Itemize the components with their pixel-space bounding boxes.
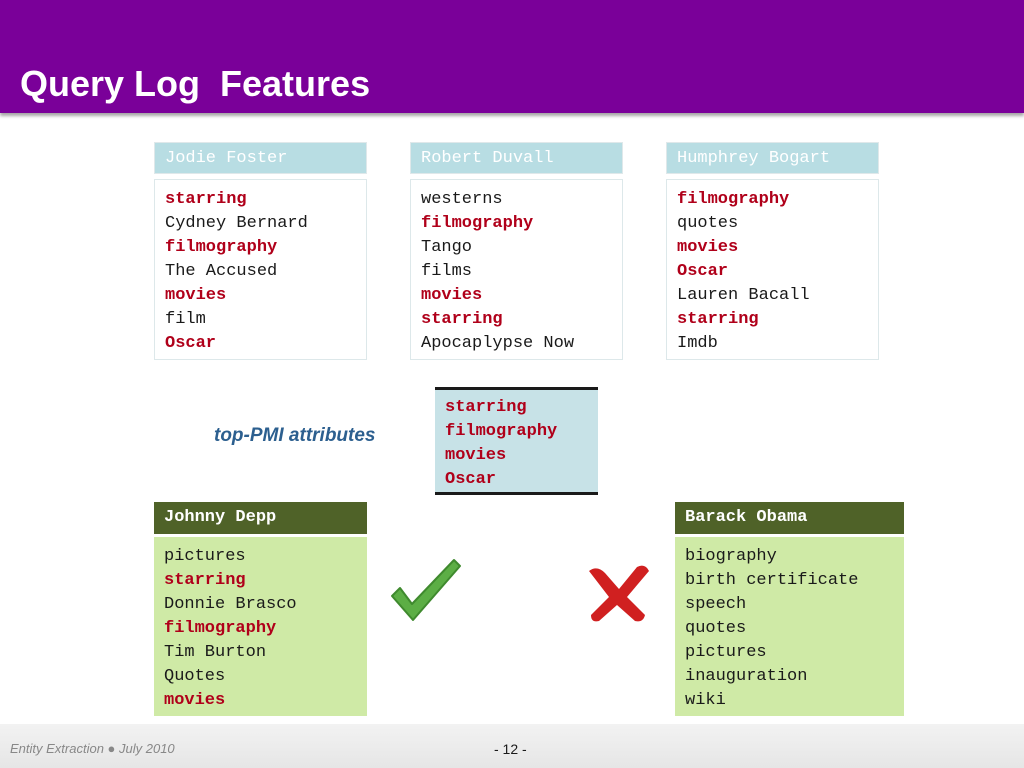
list-item: movies [165,286,227,305]
list-item: starring [421,310,503,329]
pmi-label: top-PMI attributes [214,425,376,446]
list-item: Apocaplypse Now [421,334,575,353]
list-item: starring [677,310,759,329]
cross-mark-icon [589,565,649,622]
card-humphrey-bogart-header: Humphrey Bogart [666,142,879,174]
list-item: inauguration [685,667,808,686]
list-item: birth certificate [685,571,859,590]
list-item: westerns [421,190,503,209]
list-item: speech [685,595,747,614]
list-item: filmography [165,238,278,257]
list-item: film [165,310,206,329]
list-item: Lauren Bacall [677,286,810,305]
list-item: The Accused [165,262,278,281]
slide-header: Query Log Features [0,0,1024,113]
list-item: movies [164,691,226,710]
list-item: biography [685,547,777,566]
list-item: starring [164,571,246,590]
card-robert-duvall-header: Robert Duvall [410,142,623,174]
list-item: pictures [685,643,767,662]
list-item: movies [677,238,739,257]
list-item: filmography [677,190,790,209]
pmi-attribute: Oscar [445,470,497,489]
slide-title: Query Log Features [20,63,371,104]
list-item: quotes [677,214,739,233]
list-item: Tim Burton [164,643,267,662]
card-barack-obama-list: biography birth certificate speech quotes pi… [675,537,904,716]
list-item: films [421,262,473,281]
pmi-attribute: movies [445,446,507,465]
list-item: Tango [421,238,473,257]
footer-text: Entity Extraction ● July 2010 [10,741,175,756]
card-barack-obama-header: Barack Obama [675,502,904,534]
list-item: movies [421,286,483,305]
list-item: Donnie Brasco [164,595,297,614]
list-item: quotes [685,619,747,638]
page-number: - 12 - [494,741,527,757]
card-jodie-foster-header: Jodie Foster [154,142,367,174]
list-item: filmography [164,619,277,638]
pmi-attributes-box: starring filmography movies Oscar [435,387,598,495]
list-item: Cydney Bernard [165,214,308,233]
list-item: Oscar [677,262,729,281]
list-item: filmography [421,214,534,233]
list-item: pictures [164,547,246,566]
check-mark-icon [391,559,461,621]
list-item: Quotes [164,667,226,686]
list-item: wiki [685,691,726,710]
list-item: starring [165,190,247,209]
pmi-attribute: filmography [445,422,558,441]
pmi-attribute: starring [445,398,527,417]
list-item: Imdb [677,334,718,353]
footer-band [0,724,1024,768]
list-item: Oscar [165,334,217,353]
card-johnny-depp-header: Johnny Depp [154,502,367,534]
